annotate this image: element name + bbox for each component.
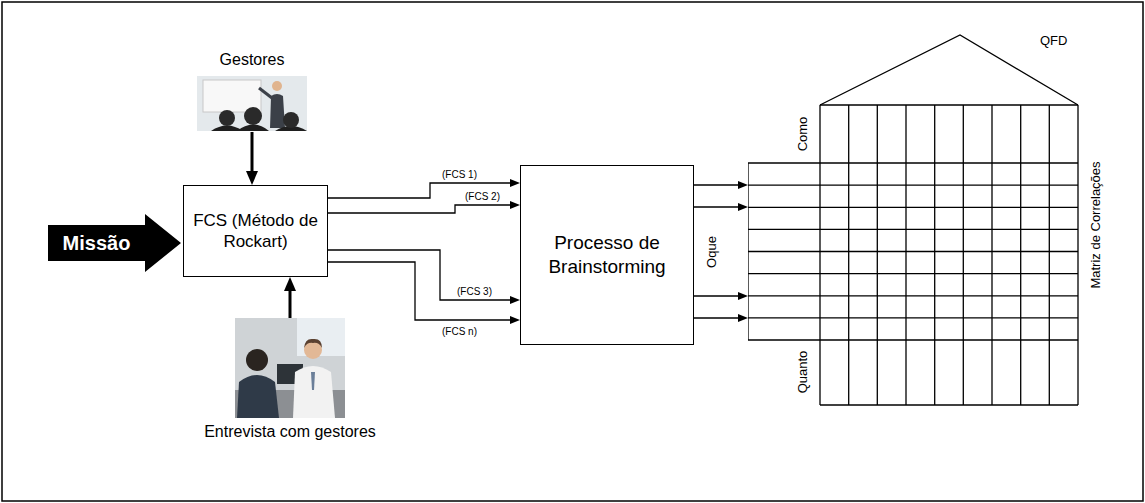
- box-text: Processo de Brainstorming: [529, 231, 685, 279]
- connector: [251, 132, 254, 171]
- qfd-title: QFD: [1040, 33, 1083, 49]
- grid-line: [748, 229, 1078, 230]
- axis-label: Quanto: [795, 351, 811, 394]
- grid-line: [991, 105, 992, 405]
- man-right-tie: [311, 372, 315, 390]
- axis-label: Oque: [704, 236, 720, 268]
- grid-line: [848, 105, 849, 405]
- grid-line: [1020, 105, 1021, 405]
- grid-line: [963, 105, 964, 405]
- man-right-body: [293, 366, 335, 418]
- audience-head: [219, 110, 235, 126]
- grid-line: [820, 104, 1078, 105]
- axis-label: Matriz de Correlações: [1088, 161, 1104, 288]
- connector: [694, 317, 738, 318]
- grid-line: [748, 317, 1078, 318]
- box-text: FCS (Método de Rockart): [190, 210, 321, 252]
- grid-line: [748, 273, 1078, 274]
- interview-photo: [235, 318, 345, 418]
- grid-line: [748, 207, 1078, 208]
- image-node: Gestores: [197, 50, 307, 132]
- audience-shoulders: [237, 125, 269, 132]
- grid-line: [748, 251, 1078, 252]
- edge-label: (FCS 2): [463, 191, 502, 203]
- grid-line: [820, 404, 1078, 405]
- image-node: Entrevista com gestores: [190, 318, 390, 442]
- managers-photo: [197, 76, 307, 131]
- grid-line: [748, 162, 1078, 163]
- grid-line: [819, 105, 820, 405]
- connector: [328, 262, 510, 320]
- qfd-matrix: QFD: [748, 30, 1083, 406]
- grid-line: [934, 105, 935, 405]
- edge-label: (FCS 3): [455, 286, 494, 298]
- grid-line: [748, 339, 1078, 340]
- mission-arrow: Missão: [45, 213, 181, 273]
- connector: [289, 291, 292, 318]
- connector: [328, 205, 510, 213]
- grid-line: [905, 105, 906, 405]
- node-caption: Entrevista com gestores: [190, 422, 390, 442]
- presenter-arm: [259, 88, 272, 98]
- qfd-roof: [820, 35, 1078, 105]
- photo-ground: [235, 318, 345, 418]
- audience-head: [283, 112, 299, 128]
- connector: [694, 206, 738, 207]
- grid-line: [748, 184, 1078, 185]
- grid-line: [1049, 105, 1050, 405]
- man-left-head: [246, 349, 268, 371]
- mission-text: Missão: [48, 225, 145, 261]
- audience-head: [244, 107, 262, 125]
- connector: [694, 295, 738, 296]
- photo-ground: [197, 76, 307, 131]
- presenter-head: [272, 81, 282, 91]
- process-box: Processo de Brainstorming: [520, 165, 694, 345]
- qfd-grid: [748, 35, 1078, 405]
- edge-label: (FCS n): [440, 326, 479, 338]
- axis-label: Como: [795, 117, 811, 152]
- edge-label: (FCS 1): [440, 169, 479, 181]
- man-left-body: [237, 375, 279, 418]
- man-right-hair: [304, 339, 322, 348]
- connector: [694, 184, 738, 185]
- grid-line: [1077, 105, 1078, 405]
- process-box: FCS (Método de Rockart): [183, 185, 328, 277]
- node-caption: Gestores: [197, 50, 307, 70]
- grid-line: [877, 105, 878, 405]
- presenter-body: [270, 94, 285, 128]
- grid-line: [748, 295, 1078, 296]
- connector: [328, 250, 510, 300]
- block-arrow: [48, 214, 181, 272]
